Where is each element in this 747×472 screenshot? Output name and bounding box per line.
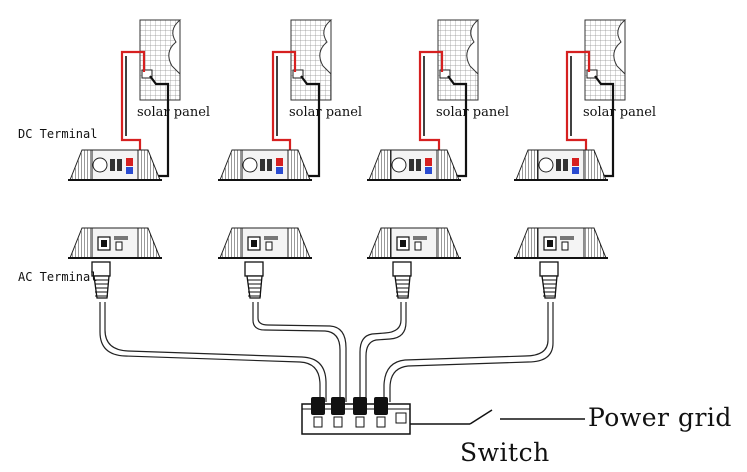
fan-icon (391, 157, 407, 173)
dc-row (68, 19, 627, 181)
grid-connection (410, 409, 585, 425)
heatsink-left (515, 227, 539, 259)
solar-panel-label-1: solar panel (137, 105, 211, 120)
strip-sockets (311, 397, 388, 428)
negative-wire (144, 75, 170, 178)
ac-inverter-1 (68, 227, 162, 299)
ac-cable-4-inner (389, 302, 554, 402)
negative-wire (590, 75, 615, 178)
negative-terminal (572, 167, 579, 174)
junction-box (586, 69, 598, 79)
heatsink-right (436, 149, 460, 181)
ac-cable-1 (99, 302, 321, 402)
positive-wire (271, 50, 297, 160)
ac-plug (392, 261, 412, 277)
negative-terminal (126, 167, 133, 174)
pv-string-1 (68, 19, 182, 181)
solar-panel (584, 19, 627, 101)
junction-box (439, 69, 451, 79)
solar-panel-label-3: solar panel (436, 105, 510, 120)
heatsink-left (69, 149, 93, 181)
ac-cables (99, 302, 554, 402)
ac-row (68, 227, 608, 299)
heatsink-left (69, 227, 93, 259)
ac-inverter-4 (514, 227, 608, 299)
solar-panel (290, 19, 333, 101)
junction-box (292, 69, 304, 79)
ac-cable-1-inner (104, 302, 327, 402)
solar-panel-label-2: solar panel (289, 105, 363, 120)
ac-cable-2-inner (257, 302, 347, 402)
ac-cable-3 (359, 302, 402, 402)
ac-cable-4 (383, 302, 549, 402)
fan-icon (92, 157, 108, 173)
solar-panel (437, 19, 480, 101)
heatsink-left (515, 149, 539, 181)
ac-plug (539, 261, 559, 277)
negative-wire (294, 75, 321, 178)
negative-terminal (276, 167, 283, 174)
positive-wire (418, 50, 444, 160)
solar-panel-label-4: solar panel (583, 105, 657, 120)
positive-terminal (126, 158, 133, 166)
pv-string-4 (514, 19, 627, 181)
ac-cable-2 (252, 302, 341, 402)
pv-string-2 (218, 19, 333, 181)
heatsink-left (219, 149, 243, 181)
heatsink-right (287, 149, 311, 181)
heatsink-right (137, 227, 161, 259)
ac-plug (244, 261, 264, 277)
negative-wire (443, 75, 468, 178)
ac-terminal-label: AC Terminal (18, 270, 98, 284)
junction-box (141, 69, 153, 79)
negative-terminal (425, 167, 432, 174)
fan-icon (242, 157, 258, 173)
heatsink-left (368, 227, 392, 259)
heatsink-right (583, 227, 607, 259)
fan-icon (538, 157, 554, 173)
positive-terminal (572, 158, 579, 166)
power-strip (301, 397, 411, 435)
heatsink-right (137, 149, 161, 181)
heatsink-right (287, 227, 311, 259)
dc-terminal-label: DC Terminal (18, 127, 98, 141)
ac-inverter-2 (218, 227, 312, 299)
switch-label: Switch (460, 438, 550, 467)
heatsink-right (583, 149, 607, 181)
positive-terminal (276, 158, 283, 166)
heatsink-right (436, 227, 460, 259)
power-grid-label: Power grid (588, 403, 732, 432)
solar-panel (139, 19, 182, 101)
ac-cable-3-inner (365, 302, 407, 402)
pv-string-3 (367, 19, 480, 181)
positive-wire (120, 50, 146, 160)
positive-terminal (425, 158, 432, 166)
heatsink-left (219, 227, 243, 259)
switch-blade (469, 409, 493, 425)
heatsink-left (368, 149, 392, 181)
ac-inverter-3 (367, 227, 461, 299)
positive-wire (565, 50, 591, 160)
